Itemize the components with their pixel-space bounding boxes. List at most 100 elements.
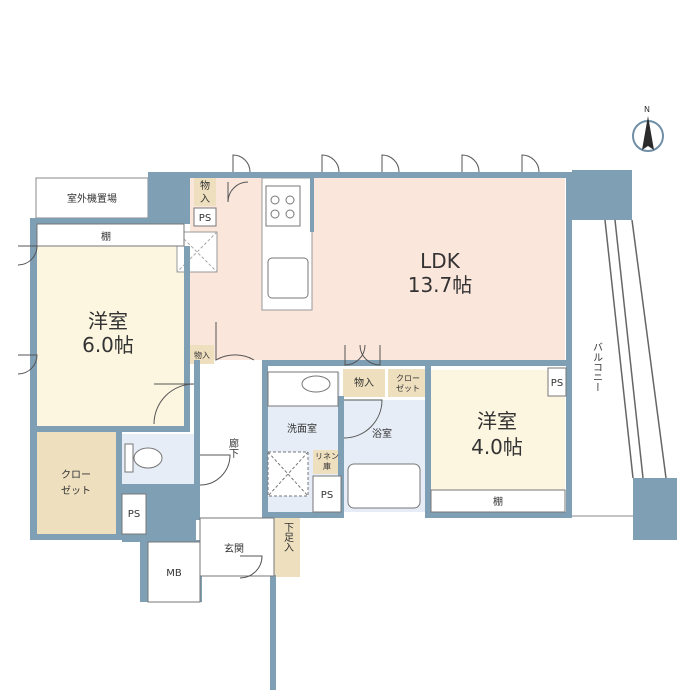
bathroom-label: 浴室 [372, 427, 392, 440]
wall [30, 218, 37, 538]
compass-icon: N [632, 105, 664, 152]
door-swing [461, 154, 480, 173]
west-room-name: 洋室 [88, 309, 128, 333]
ldk-floor [190, 177, 565, 360]
burner [270, 209, 280, 219]
ps-lower-box [121, 493, 147, 535]
door-swing [232, 154, 251, 173]
burner [285, 195, 295, 205]
shoe-box-label: 下足入 [282, 522, 294, 552]
hood-cross-1 [176, 231, 218, 273]
balcony-label: バルコニー [591, 342, 603, 392]
wall [190, 172, 570, 178]
wall [270, 575, 276, 690]
wall-layer [30, 170, 677, 690]
mono-top-label-1: 物 [200, 179, 210, 192]
wall [572, 170, 632, 220]
shelf-west-box [36, 223, 185, 247]
shelf-west-label: 棚 [101, 230, 111, 243]
door-swing [17, 245, 38, 266]
hallway-label: 廊下 [227, 437, 239, 459]
balcony-rail [614, 219, 644, 479]
entrance-label: 玄関 [224, 542, 244, 555]
shelf-east-label: 棚 [493, 495, 503, 508]
burner [285, 209, 295, 219]
mono-bath-floor [343, 369, 385, 397]
hood-cross-2 [176, 231, 218, 273]
mb-label: MB [166, 568, 182, 579]
door-swing [215, 322, 255, 361]
mb-box [147, 541, 201, 603]
west-closet-floor [37, 432, 116, 534]
washer-pan [267, 451, 309, 497]
closet-small-floor [388, 369, 428, 397]
west-room-floor [37, 246, 185, 426]
east-room-size: 4.0帖 [471, 435, 523, 459]
outdoor-unit-floor [35, 177, 149, 219]
door-swing [239, 555, 263, 579]
wall [184, 246, 190, 431]
ps-east-label: PS [551, 378, 563, 389]
mono-mid-floor [190, 345, 214, 364]
door-swing [153, 383, 195, 425]
closet-west-label-2: ゼット [61, 485, 91, 497]
shelf-east-box [430, 489, 566, 513]
shoe-box-floor [274, 514, 300, 577]
burner [270, 195, 280, 205]
ps-kitchen-label: PS [199, 213, 211, 224]
compass-needle [642, 116, 654, 150]
outdoor-unit-label: 室外機置場 [67, 192, 117, 205]
wall [262, 512, 342, 518]
wall [566, 172, 572, 517]
mono-mid-label: 物入 [194, 350, 210, 360]
linen-floor [313, 450, 341, 474]
wall [30, 534, 122, 540]
door-swing [344, 344, 366, 366]
compass-north-label: N [644, 105, 650, 114]
toilet-tank [124, 443, 134, 473]
ps-bath-box [312, 475, 342, 513]
bathtub [347, 463, 421, 509]
entrance-area [199, 517, 275, 577]
wall [338, 396, 344, 518]
wall [425, 512, 572, 518]
closet-small-label-1: クロー [396, 374, 420, 383]
kitchen-sink [267, 257, 309, 299]
wall [262, 364, 268, 516]
balcony-rail [631, 219, 667, 479]
ldk-size: 13.7帖 [408, 273, 473, 297]
mono-top-label-2: 入 [200, 194, 210, 205]
west-room-size: 6.0帖 [82, 333, 134, 357]
stove [265, 185, 301, 227]
door-swing [521, 154, 540, 173]
linen-label-2: 庫 [323, 461, 331, 471]
ps-bath-label: PS [321, 490, 333, 501]
wall [30, 426, 190, 432]
door-swing [343, 399, 383, 439]
ps-east-box [547, 367, 567, 397]
mono-top-floor [194, 176, 216, 206]
wall [148, 172, 190, 222]
wall [425, 366, 431, 516]
door-swing [359, 344, 381, 366]
toilet-bowl [133, 447, 163, 469]
door-swing [17, 354, 38, 375]
closet-small-label-2: ゼット [396, 383, 420, 393]
wall [116, 430, 122, 536]
wall [633, 478, 677, 540]
door-swing [321, 154, 340, 173]
washroom-label: 洗面室 [287, 422, 317, 435]
balcony-rail [604, 219, 634, 479]
east-room-floor [430, 370, 565, 490]
linen-label-1: リネン [315, 452, 339, 461]
ps-kitchen-box [193, 207, 217, 227]
label-layer: LDK 13.7帖 洋室 6.0帖 洋室 4.0帖 室外機置場 棚 棚 物 入 … [61, 179, 603, 579]
fixture-layer [36, 178, 667, 603]
ps-lower-label: PS [128, 509, 140, 520]
ldk-name: LDK [420, 249, 461, 273]
door-layer [17, 154, 540, 579]
door-swing [227, 181, 249, 203]
door-swing [199, 454, 231, 486]
mono-bath-label: 物入 [354, 376, 374, 389]
